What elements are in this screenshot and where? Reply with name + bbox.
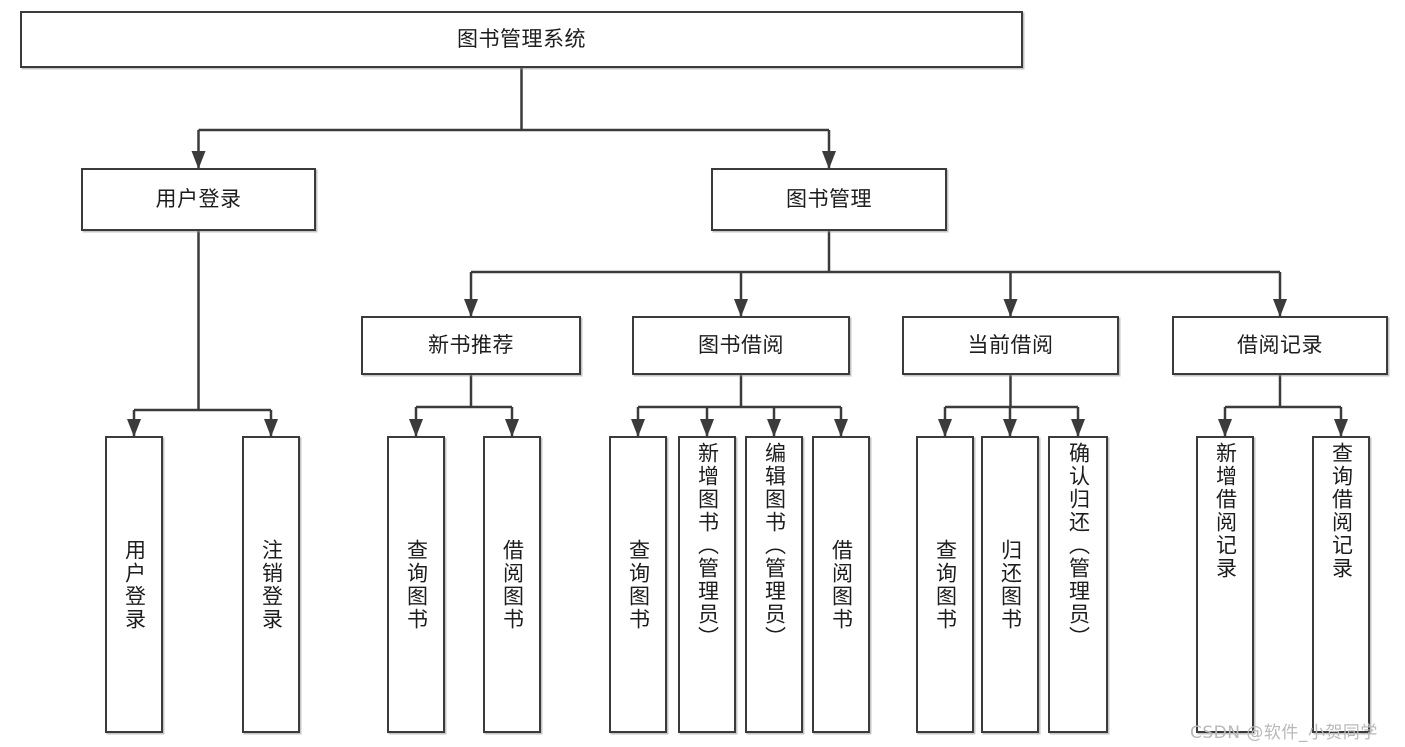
arrowhead-l_user_login (127, 419, 141, 437)
node-label: 新增借阅记录 (1213, 442, 1238, 580)
node-l-add-book: 新增图书（管理员） (678, 436, 736, 733)
node-l-add-record: 新增借阅记录 (1196, 436, 1254, 733)
node-label: 查询借阅记录 (1329, 442, 1354, 580)
node-label: 新书推荐 (428, 333, 514, 358)
arrowhead-l_query_book_1 (409, 419, 423, 437)
arrowhead-l_add_record (1218, 419, 1232, 437)
node-label: 注销登录 (259, 538, 284, 631)
node-root: 图书管理系统 (20, 11, 1023, 68)
node-n-book-borrow: 图书借阅 (632, 316, 850, 375)
arrowhead-l_user_logout (264, 419, 278, 437)
arrowhead-l_query_book_3 (938, 419, 952, 437)
arrowhead-n_new_book_rec (464, 299, 478, 317)
node-l-query-record: 查询借阅记录 (1312, 436, 1370, 733)
node-l-user-login: 用户登录 (105, 436, 163, 733)
node-n-current-borrow: 当前借阅 (902, 316, 1119, 375)
arrowhead-n_current_borrow (1003, 299, 1018, 317)
arrowhead-l_return_book (1003, 419, 1017, 437)
arrowhead-n_borrow_record (1273, 299, 1287, 317)
node-label: 图书借阅 (698, 333, 784, 358)
node-l-borrow-book-1: 借阅图书 (483, 436, 541, 733)
node-l-query-book-1: 查询图书 (387, 436, 445, 733)
node-label: 当前借阅 (967, 333, 1054, 358)
node-n-borrow-record: 借阅记录 (1172, 316, 1388, 375)
node-label: 查询图书 (933, 538, 958, 631)
node-label: 借阅图书 (829, 538, 854, 631)
node-l-confirm-return: 确认归还（管理员） (1048, 436, 1108, 733)
node-label: 编辑图书（管理员） (762, 442, 787, 649)
node-label: 归还图书 (998, 538, 1023, 631)
node-label: 确认归还（管理员） (1066, 442, 1091, 649)
node-label: 用户登录 (155, 187, 242, 212)
node-l-borrow-book-2: 借阅图书 (812, 436, 870, 733)
arrowhead-l_query_book_2 (631, 419, 645, 437)
node-label: 查询图书 (404, 538, 429, 631)
node-label: 图书管理系统 (457, 27, 586, 52)
node-l-query-book-3: 查询图书 (916, 436, 974, 733)
arrowhead-l_borrow_book_2 (834, 419, 848, 437)
node-label: 借阅记录 (1237, 333, 1323, 358)
node-label: 借阅图书 (500, 538, 525, 631)
arrowhead-l_confirm_return (1071, 419, 1085, 437)
node-label: 新增图书（管理员） (695, 442, 720, 649)
node-n-book-mgmt: 图书管理 (711, 168, 947, 231)
arrowhead-l_add_book (700, 419, 714, 437)
node-l-query-book-2: 查询图书 (609, 436, 667, 733)
node-label: 用户登录 (122, 538, 147, 631)
node-n-user-login: 用户登录 (81, 168, 316, 231)
node-l-return-book: 归还图书 (981, 436, 1039, 733)
node-n-new-book-rec: 新书推荐 (361, 316, 581, 375)
node-l-edit-book: 编辑图书（管理员） (745, 436, 803, 733)
arrowhead-n_user_login (191, 151, 206, 169)
arrowhead-l_edit_book (767, 419, 781, 437)
arrowhead-n_book_borrow (734, 299, 748, 317)
arrowhead-l_borrow_book_1 (505, 419, 519, 437)
node-label: 查询图书 (626, 538, 651, 631)
arrowhead-n_book_mgmt (822, 151, 836, 169)
arrowhead-l_query_record (1334, 419, 1348, 437)
node-l-user-logout: 注销登录 (242, 436, 300, 733)
node-label: 图书管理 (786, 187, 872, 212)
